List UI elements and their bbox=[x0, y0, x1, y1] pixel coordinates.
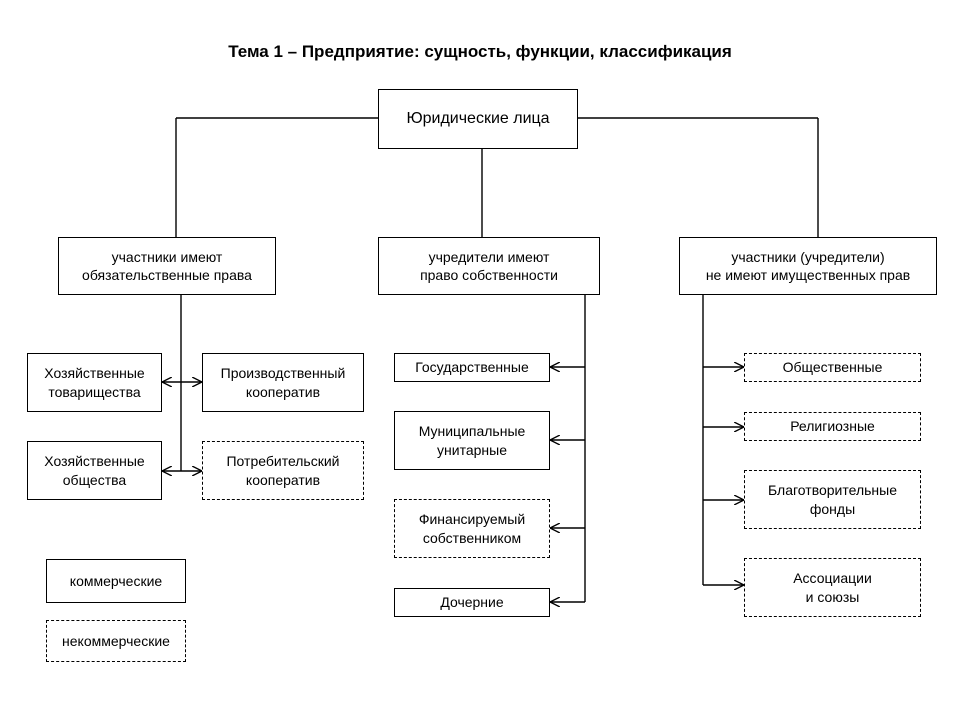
public-org-box: Общественные bbox=[744, 353, 921, 382]
state-box: Государственные bbox=[394, 353, 550, 382]
business-companies-box: Хозяйственные общества bbox=[27, 441, 162, 500]
production-cooperative-box: Производственный кооператив bbox=[202, 353, 364, 412]
municipal-unitary-box: Муниципальные унитарные bbox=[394, 411, 550, 470]
legend-noncommercial: некоммерческие bbox=[46, 620, 186, 662]
category-property-rights: учредители имеют право собственности bbox=[378, 237, 600, 295]
owner-financed-box: Финансируемый собственником bbox=[394, 499, 550, 558]
page-title: Тема 1 – Предприятие: сущность, функции,… bbox=[228, 42, 732, 61]
subsidiary-box: Дочерние bbox=[394, 588, 550, 617]
religious-org-box: Религиозные bbox=[744, 412, 921, 441]
legend-commercial: коммерческие bbox=[46, 559, 186, 603]
business-partnerships-box: Хозяйственные товарищества bbox=[27, 353, 162, 412]
category-obligation-rights: участники имеют обязательственные права bbox=[58, 237, 276, 295]
charity-fund-box: Благотворительные фонды bbox=[744, 470, 921, 529]
consumer-cooperative-box: Потребительский кооператив bbox=[202, 441, 364, 500]
associations-box: Ассоциации и союзы bbox=[744, 558, 921, 617]
category-no-property-rights: участники (учредители) не имеют имуществ… bbox=[679, 237, 937, 295]
root-node: Юридические лица bbox=[378, 89, 578, 149]
